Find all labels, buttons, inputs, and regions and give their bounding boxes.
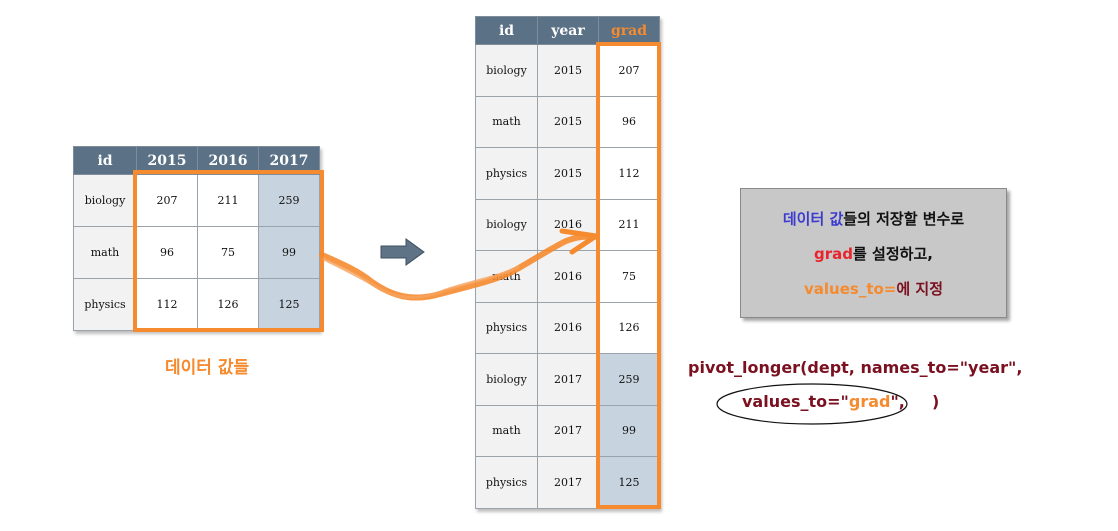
long-cell-id: math (475, 404, 538, 457)
long-cell-grad: 126 (598, 301, 660, 354)
table-row: physics 2015 112 (475, 147, 660, 200)
note-data-value-text: 데이터 값 (782, 210, 844, 228)
table-row: physics 2016 126 (475, 301, 660, 354)
wide-cell-value: 96 (136, 226, 198, 279)
long-cell-year: 2016 (537, 250, 599, 303)
long-cell-grad: 96 (598, 95, 660, 148)
long-cell-year: 2017 (537, 456, 599, 509)
wide-cell-id: physics (73, 278, 137, 331)
long-cell-year: 2017 (537, 404, 599, 457)
code-line-1: pivot_longer(dept, names_to="year", (688, 358, 1023, 377)
note-grad-text: grad (814, 245, 854, 263)
note-line-3-rest: 에 지정 (896, 280, 943, 298)
long-cell-id: biology (475, 198, 538, 251)
wide-cell-value: 75 (197, 226, 259, 279)
long-cell-year: 2015 (537, 95, 599, 148)
wide-cell-id: biology (73, 174, 137, 227)
table-row: math 96 75 99 (73, 226, 320, 279)
long-header-grad: grad (598, 16, 660, 45)
wide-cell-value: 211 (197, 174, 259, 227)
wide-cell-value: 99 (258, 226, 320, 279)
table-row: biology 2017 259 (475, 353, 660, 406)
long-cell-year: 2016 (537, 301, 599, 354)
long-cell-id: biology (475, 353, 538, 406)
wide-values-caption: 데이터 값들 (165, 358, 250, 378)
table-row: math 2015 96 (475, 95, 660, 148)
long-cell-id: math (475, 95, 538, 148)
long-cell-id: physics (475, 147, 538, 200)
right-arrow-icon (380, 238, 425, 266)
long-header-id: id (475, 16, 538, 45)
table-row: biology 2015 207 (475, 44, 660, 97)
note-values-to-text: values_to= (804, 280, 897, 298)
long-table-header-row: id year grad (475, 16, 660, 45)
note-line-2-rest: 를 설정하고, (853, 245, 933, 263)
wide-cell-value: 125 (258, 278, 320, 331)
note-line-1: 데이터 값들의 저장할 변수로 (741, 208, 1006, 229)
wide-table: id 2015 2016 2017 biology 207 211 259 ma… (73, 146, 320, 331)
long-cell-year: 2017 (537, 353, 599, 406)
wide-values-highlight (133, 170, 324, 332)
wide-header-id: id (73, 146, 137, 175)
code-closing-paren: ) (932, 392, 940, 411)
note-line-1-rest: 들의 저장할 변수로 (843, 210, 965, 228)
long-cell-grad: 125 (598, 456, 660, 509)
long-cell-id: physics (475, 301, 538, 354)
long-cell-id: physics (475, 456, 538, 509)
code-grad-text: grad (848, 392, 891, 411)
code-quote-comma: ", (890, 392, 905, 411)
wide-cell-value: 259 (258, 174, 320, 227)
note-line-3: values_to=에 지정 (741, 278, 1006, 299)
long-cell-id: math (475, 250, 538, 303)
code-values-to-text: values_to=" (742, 392, 849, 411)
long-cell-id: biology (475, 44, 538, 97)
wide-cell-id: math (73, 226, 137, 279)
grad-column-highlight (596, 42, 661, 509)
long-cell-year: 2015 (537, 44, 599, 97)
values-to-ellipse-icon (716, 383, 908, 425)
wide-cell-value: 207 (136, 174, 198, 227)
note-line-2: grad를 설정하고, (741, 243, 1006, 264)
table-row: physics 112 126 125 (73, 278, 320, 331)
long-cell-year: 2016 (537, 198, 599, 251)
long-cell-grad: 207 (598, 44, 660, 97)
long-cell-grad: 75 (598, 250, 660, 303)
explanation-note: 데이터 값들의 저장할 변수로 grad를 설정하고, values_to=에 … (740, 188, 1007, 318)
wide-cell-value: 112 (136, 278, 198, 331)
wide-cell-value: 126 (197, 278, 259, 331)
code-line-2: values_to="grad", (742, 392, 905, 411)
table-row: biology 207 211 259 (73, 174, 320, 227)
long-header-year: year (537, 16, 599, 45)
table-row: physics 2017 125 (475, 456, 660, 509)
long-cell-year: 2015 (537, 147, 599, 200)
wide-table-header-row: id 2015 2016 2017 (73, 146, 320, 175)
